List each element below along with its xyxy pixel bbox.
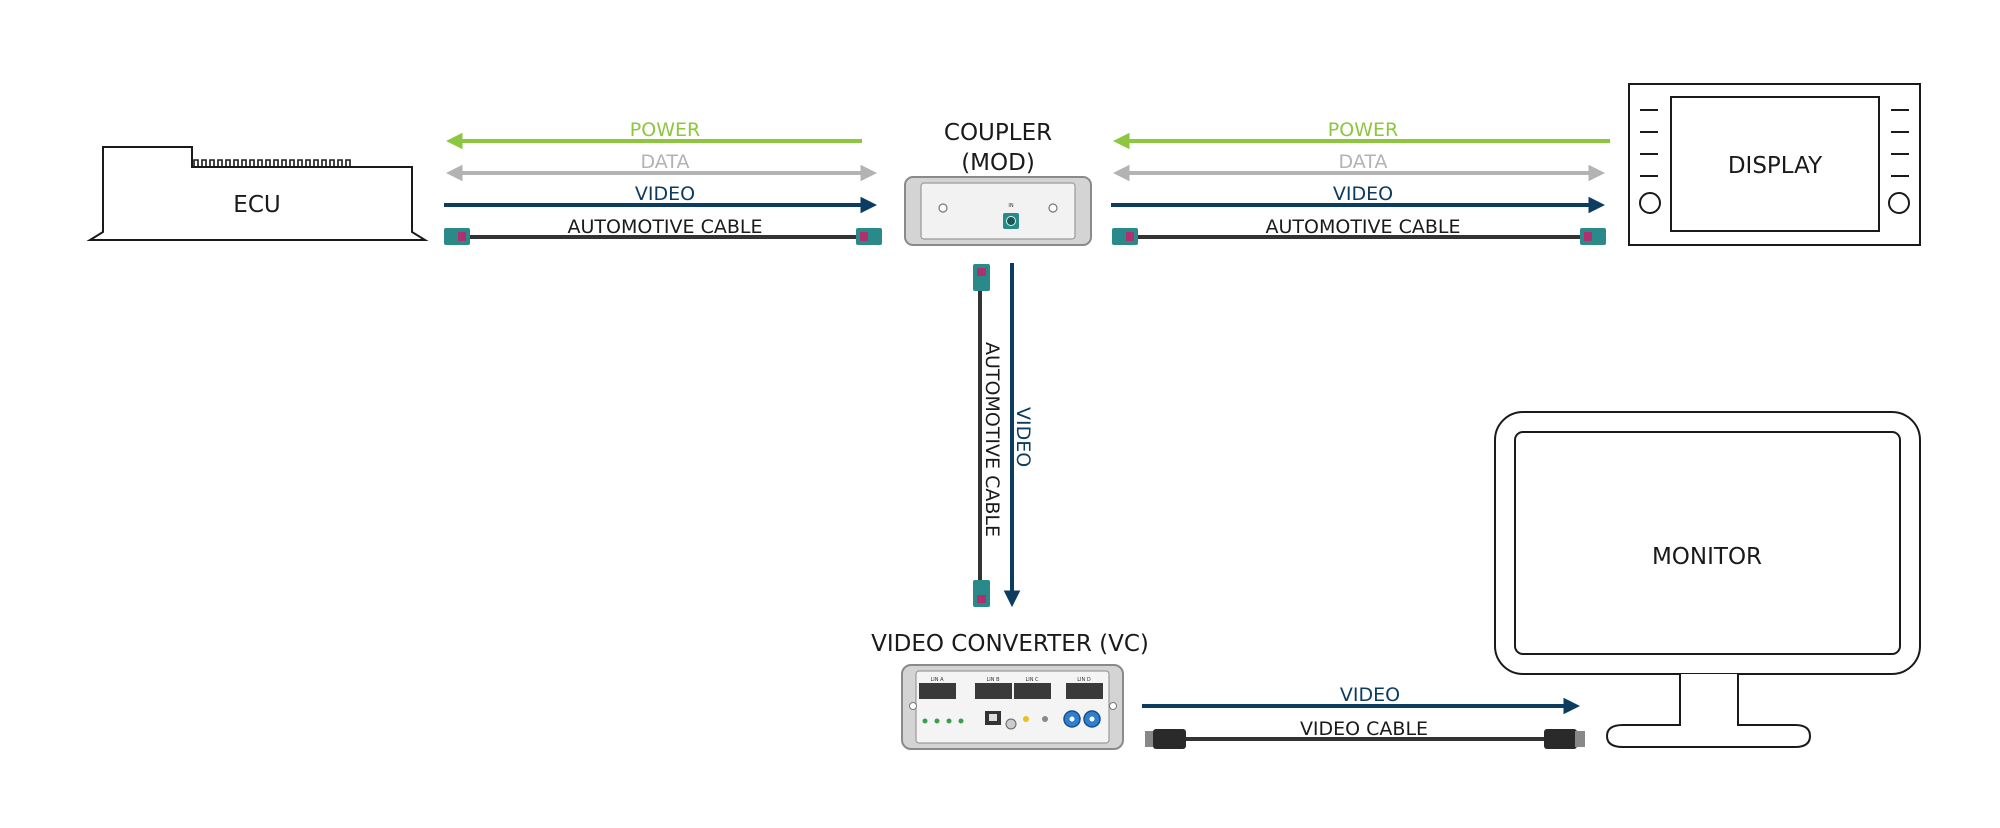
monitor-device: MONITOR (1494, 411, 1921, 748)
video-label: VIDEO (1333, 183, 1393, 205)
usb-plug-icon (1145, 729, 1186, 749)
power-label: POWER (1328, 119, 1398, 141)
knob-icon (1888, 192, 1910, 214)
ecu-device: ECU (86, 146, 429, 241)
converter-monitor-connection: VIDEO VIDEO CABLE (1142, 684, 1585, 749)
coupler-label: COUPLER (944, 120, 1052, 146)
video-cable-label: VIDEO CABLE (1300, 718, 1428, 740)
ecu-label: ECU (233, 192, 280, 218)
svg-text:LIN B: LIN B (986, 677, 1000, 683)
video-label: VIDEO (635, 183, 695, 205)
svg-text:LIN D: LIN D (1077, 677, 1091, 683)
data-label: DATA (641, 151, 690, 173)
cable-connector-icon (1580, 228, 1606, 245)
cable-connector-icon (444, 228, 470, 245)
svg-text:LIN A: LIN A (930, 677, 944, 683)
cable-connector-icon (973, 580, 990, 607)
power-label: POWER (630, 119, 700, 141)
video-label: VIDEO (1012, 407, 1034, 467)
coupler-device: COUPLER (MOD) IN (904, 120, 1092, 246)
video-converter-label: VIDEO CONVERTER (VC) (871, 631, 1149, 657)
automotive-cable-label: AUTOMOTIVE CABLE (568, 216, 763, 238)
coupler-converter-connection: AUTOMOTIVE CABLE VIDEO (973, 263, 1034, 608)
monitor-label: MONITOR (1652, 544, 1762, 570)
knob-icon (1639, 192, 1661, 214)
svg-text:LIN C: LIN C (1025, 677, 1039, 683)
coupler-display-connection: POWER DATA VIDEO AUTOMOTIVE CABLE (1111, 119, 1610, 245)
video-label: VIDEO (1340, 684, 1400, 706)
video-converter-device: VIDEO CONVERTER (VC) LIN A LIN B LIN C L… (871, 631, 1149, 750)
display-device: DISPLAY (1628, 83, 1921, 246)
cable-connector-icon (1112, 228, 1138, 245)
ecu-coupler-connection: POWER DATA VIDEO AUTOMOTIVE CABLE (444, 119, 882, 245)
svg-text:IN: IN (1008, 203, 1013, 209)
cable-connector-icon (856, 228, 882, 245)
display-label: DISPLAY (1728, 153, 1823, 179)
cable-connector-icon (973, 264, 990, 291)
automotive-cable-label: AUTOMOTIVE CABLE (1266, 216, 1461, 238)
usb-plug-icon (1544, 729, 1585, 749)
data-label: DATA (1339, 151, 1388, 173)
automotive-cable-label: AUTOMOTIVE CABLE (981, 342, 1003, 537)
coupler-sublabel: (MOD) (961, 150, 1035, 176)
